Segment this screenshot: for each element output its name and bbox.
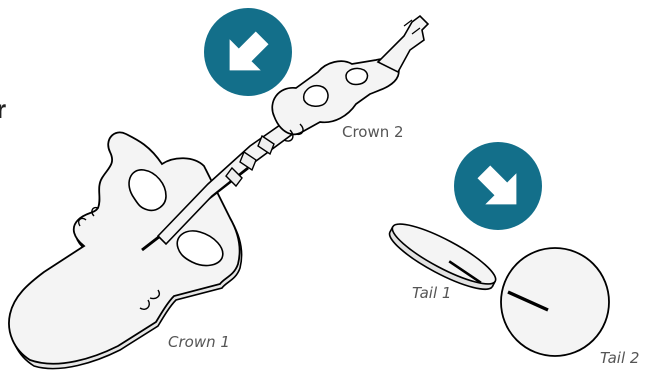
crown-2-part — [156, 14, 430, 246]
tail-2-part — [500, 247, 610, 357]
tail-1-part — [388, 223, 497, 291]
crown-1-label: Crown 1 — [168, 333, 230, 351]
heading-fragment: r — [0, 94, 6, 124]
arrow-down-left-icon — [204, 8, 292, 96]
crown-2-label: Crown 2 — [342, 123, 404, 141]
tail-1-label: Tail 1 — [412, 284, 451, 302]
arrow-down-right-icon — [454, 142, 542, 230]
tail-2-label: Tail 2 — [600, 349, 639, 367]
crown-1-part — [8, 131, 249, 370]
